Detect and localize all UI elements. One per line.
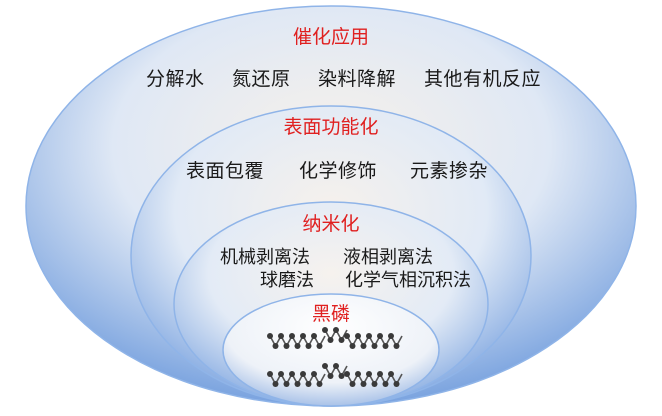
layer3-item-3: 球磨法 <box>260 270 314 291</box>
layer1-title: 催化应用 <box>292 26 369 48</box>
layer1-item-1: 分解水 <box>146 68 205 90</box>
layer2-item-2: 化学修饰 <box>299 160 378 182</box>
layer3-item-2: 液相剥离法 <box>343 247 433 268</box>
layer4-title: 黑磷 <box>311 303 350 325</box>
layer2-title: 表面功能化 <box>283 116 379 138</box>
layer3-item-4: 化学气相沉积法 <box>345 270 471 291</box>
black-phosphorus-lattice-icon <box>267 327 403 387</box>
layer1-item-2: 氮还原 <box>232 68 291 90</box>
inner-ellipse <box>222 293 440 407</box>
layer2-item-3: 元素掺杂 <box>410 160 489 182</box>
layer1-item-3: 染料降解 <box>318 68 397 90</box>
layer3-item-1: 机械剥离法 <box>220 247 310 268</box>
layer3-title: 纳米化 <box>302 213 360 235</box>
layer2-item-1: 表面包覆 <box>186 160 265 182</box>
layer1-item-4: 其他有机反应 <box>424 68 542 90</box>
